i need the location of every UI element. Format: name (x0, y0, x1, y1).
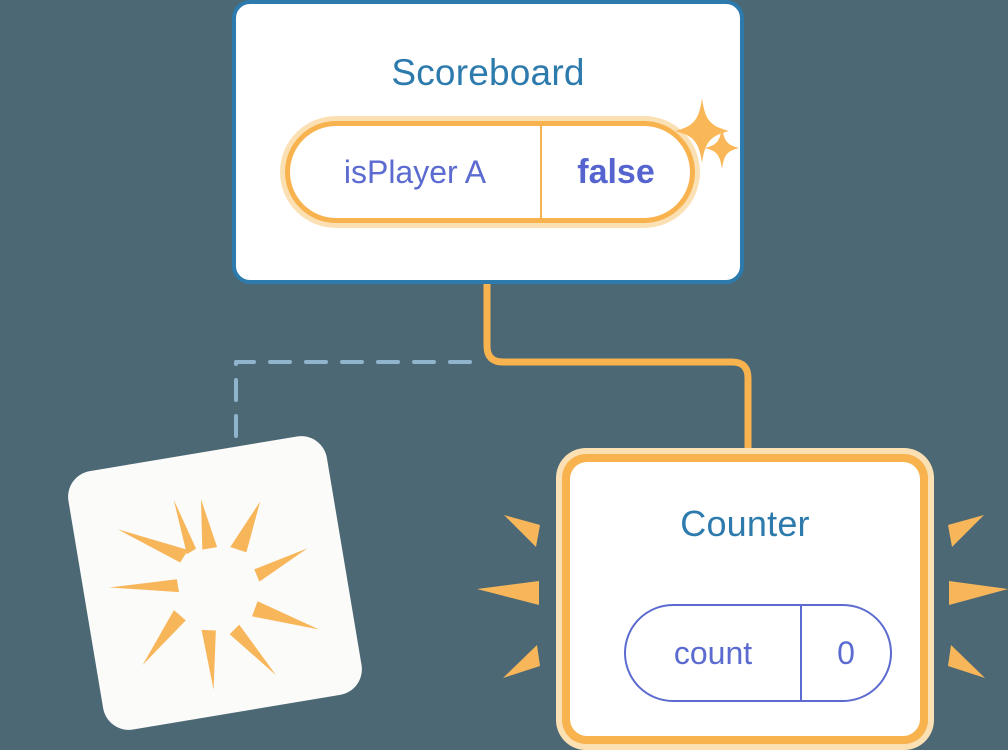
scoreboard-property-key: isPlayer A (290, 126, 542, 218)
counter-card-border: Counter count 0 (562, 454, 928, 744)
counter-property-value: 0 (837, 634, 855, 671)
scoreboard-title: Scoreboard (391, 52, 585, 93)
counter-property-pill[interactable]: count 0 (624, 604, 892, 702)
burst-rays-counter-right (948, 515, 1008, 678)
burst-rays-icon (109, 499, 320, 690)
counter-card-body: Counter count 0 (570, 462, 920, 736)
scoreboard-property-pill[interactable]: isPlayer A false (280, 116, 700, 228)
counter-property-key: count (626, 606, 802, 700)
counter-title: Counter (680, 503, 810, 544)
scoreboard-property-value: false (577, 152, 655, 191)
pill-inner: isPlayer A false (290, 126, 690, 218)
node-card-scoreboard[interactable]: Scoreboard isPlayer A false (232, 0, 744, 284)
burst-card[interactable] (64, 432, 366, 734)
node-card-counter[interactable]: Counter count 0 (556, 448, 934, 750)
burst-rays-counter-left (477, 515, 540, 678)
connector-scoreboard-to-counter (483, 282, 752, 470)
